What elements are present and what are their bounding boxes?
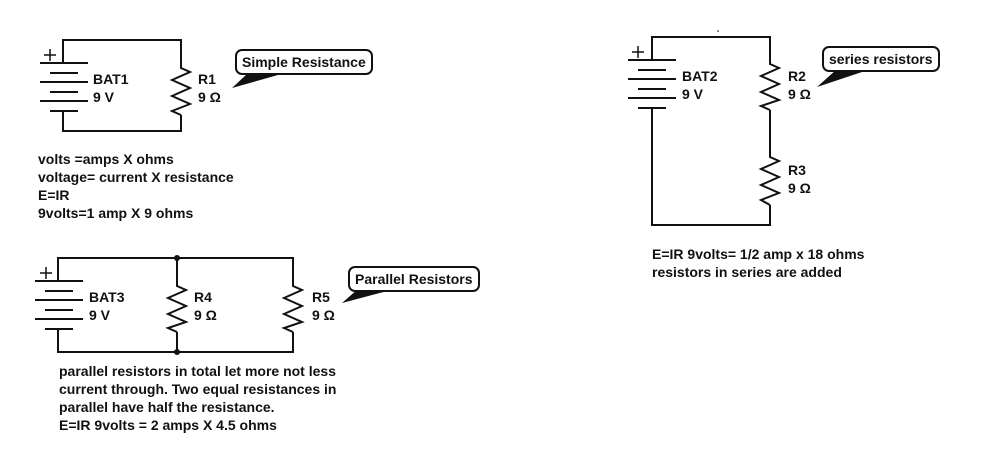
callout-tail (817, 70, 868, 87)
resistor-value: 9 Ω (788, 180, 811, 196)
callout-tail (232, 73, 285, 88)
wire (62, 39, 182, 63)
resistor-symbol (758, 152, 782, 206)
battery-symbol (628, 59, 676, 109)
callout-tail (342, 289, 395, 303)
note-line: voltage= current X resistance (38, 169, 234, 185)
resistor-symbol (758, 58, 782, 111)
wire (57, 329, 294, 353)
wire (57, 257, 294, 281)
plus-sign (632, 46, 644, 58)
circuit-parallel (35, 257, 305, 353)
wire (651, 36, 771, 60)
resistor-name: R2 (788, 68, 806, 84)
battery-symbol (35, 280, 83, 330)
circuit-series (628, 36, 782, 226)
resistor-name: R5 (312, 289, 330, 305)
note-line: E=IR (38, 187, 70, 203)
junction-dot (174, 255, 180, 261)
plus-sign (44, 49, 56, 61)
circuit-simple (40, 39, 193, 132)
note-line: parallel have half the resistance. (59, 399, 275, 415)
note-line: parallel resistors in total let more not… (59, 363, 336, 379)
callout-parallel-resistors: Parallel Resistors (348, 266, 480, 292)
battery-voltage: 9 V (89, 307, 111, 323)
battery-name: BAT3 (89, 289, 125, 305)
note-line: volts =amps X ohms (38, 151, 174, 167)
wire (651, 108, 771, 226)
battery-symbol (40, 62, 88, 112)
note-line: resistors in series are added (652, 264, 842, 280)
resistor-value: 9 Ω (194, 307, 217, 323)
junction-dot (174, 349, 180, 355)
resistor-name: R3 (788, 162, 806, 178)
plus-sign (40, 267, 52, 279)
resistor-value: 9 Ω (198, 89, 221, 105)
callout-series-resistors: series resistors (822, 46, 940, 72)
resistor-symbol (281, 281, 305, 333)
resistor-value: 9 Ω (788, 86, 811, 102)
resistor-symbol (169, 63, 193, 116)
resistor-name: R1 (198, 71, 216, 87)
resistor-symbol (165, 281, 189, 333)
resistor-value: 9 Ω (312, 307, 335, 323)
battery-voltage: 9 V (93, 89, 115, 105)
callout-simple-resistance: Simple Resistance (235, 49, 373, 75)
stray-dot (717, 30, 719, 32)
note-line: current through. Two equal resistances i… (59, 381, 337, 397)
note-line: E=IR 9volts = 2 amps X 4.5 ohms (59, 417, 277, 433)
battery-name: BAT1 (93, 71, 129, 87)
wire (62, 111, 182, 132)
battery-voltage: 9 V (682, 86, 704, 102)
battery-name: BAT2 (682, 68, 718, 84)
note-line: 9volts=1 amp X 9 ohms (38, 205, 194, 221)
resistor-name: R4 (194, 289, 212, 305)
note-line: E=IR 9volts= 1/2 amp x 18 ohms (652, 246, 865, 262)
